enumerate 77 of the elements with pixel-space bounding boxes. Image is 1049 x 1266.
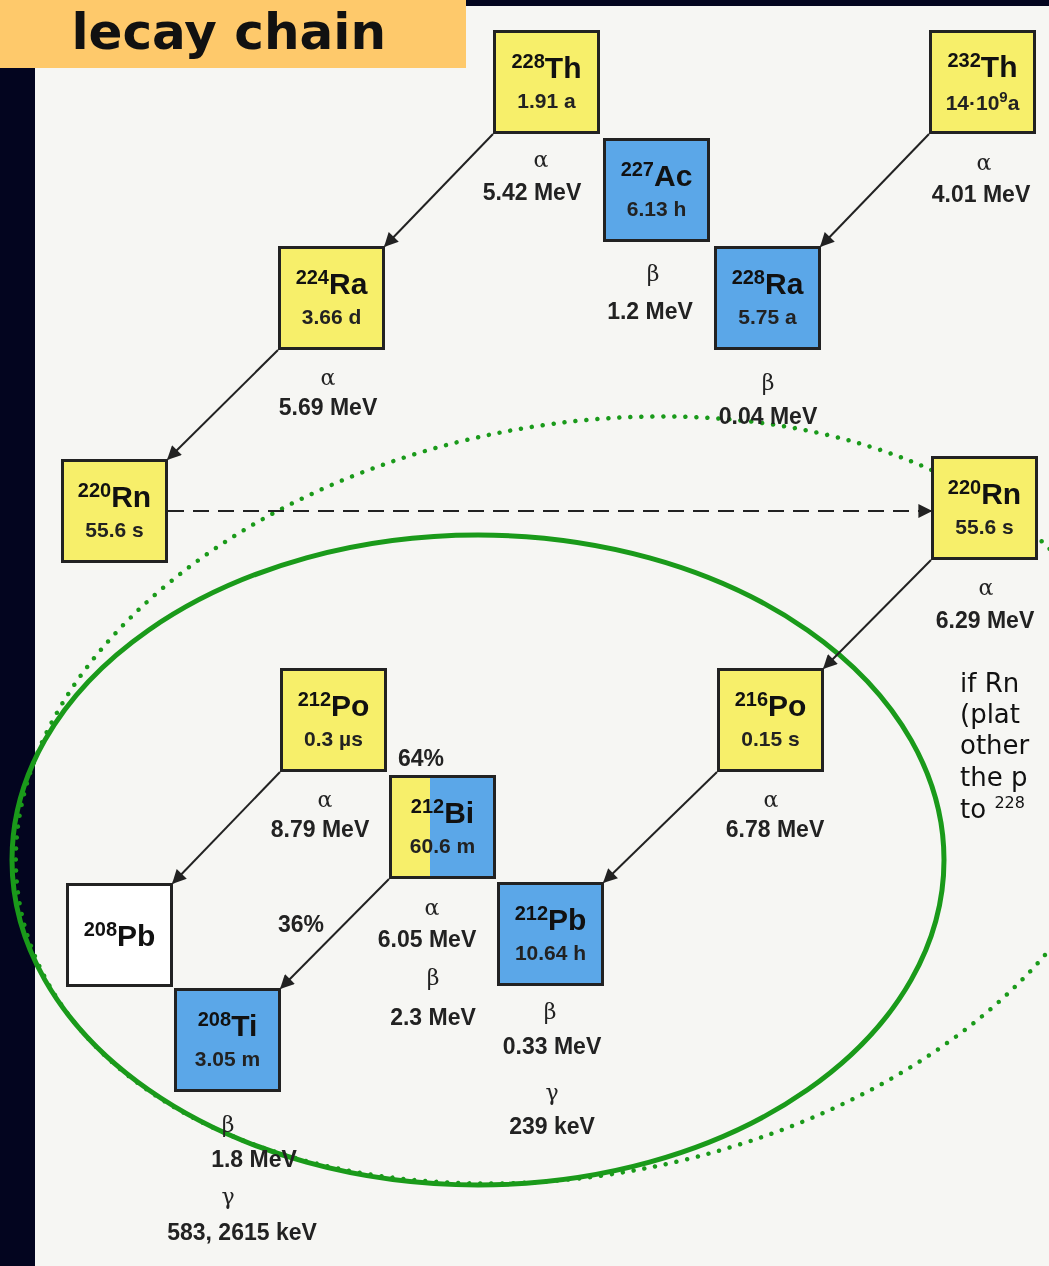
decay-value: 36% — [278, 912, 324, 938]
isotope-symbol: $^{228}$Ra — [731, 267, 804, 299]
half-life: 1.91 a — [517, 89, 576, 113]
isotope-box — [929, 30, 1036, 134]
isotope-symbol: $^{212}$Pb — [514, 903, 587, 935]
decay-mode: β — [543, 999, 557, 1025]
title: lecay chain — [71, 2, 386, 62]
decay-value: 4.01 MeV — [931, 182, 1031, 208]
isotope-symbol: $^{224}$Ra — [295, 267, 368, 299]
decay-value: 0.33 MeV — [502, 1034, 602, 1060]
half-life: 5.75 a — [738, 305, 797, 329]
isotope-symbol: $^{208}$Pb — [83, 919, 156, 951]
isotope-box — [931, 456, 1038, 560]
decay-mode: α — [424, 895, 440, 921]
decay-value: 2.3 MeV — [390, 1005, 476, 1031]
decay-mode: β — [221, 1112, 235, 1138]
isotope-box — [61, 459, 168, 563]
decay-mode: α — [320, 365, 336, 391]
half-life: 10.64 h — [514, 941, 587, 965]
decay-mode: β — [761, 370, 775, 396]
decay-value: 64% — [398, 746, 444, 772]
decay-mode: γ — [221, 1184, 235, 1210]
half-life: 6.13 h — [626, 197, 687, 221]
half-life: 3.05 m — [194, 1047, 261, 1071]
isotope-box — [174, 988, 281, 1092]
half-life: 60.6 m — [409, 834, 476, 858]
isotope-box — [603, 138, 710, 242]
decay-arrow — [172, 771, 281, 884]
decay-arrow — [820, 133, 930, 247]
half-life: 3.66 d — [301, 305, 362, 329]
isotope-symbol: $^{212}$Po — [297, 689, 370, 721]
isotope-box — [497, 882, 604, 986]
decay-value: 1.2 MeV — [607, 299, 693, 325]
note-text: if Rn (plat other the p to $^{228}$ — [960, 668, 1031, 825]
isotope-symbol: $^{228}$Th — [511, 51, 582, 83]
decay-value: 5.69 MeV — [278, 395, 378, 421]
decay-value: 239 keV — [509, 1114, 595, 1140]
decay-value: 8.79 MeV — [270, 817, 370, 843]
decay-mode: α — [976, 150, 992, 176]
decay-arrow — [167, 349, 279, 460]
decay-arrow — [823, 559, 932, 669]
half-life: 55.6 s — [955, 515, 1014, 539]
decay-value: 6.29 MeV — [935, 608, 1035, 634]
decay-mode: α — [317, 787, 333, 813]
decay-value: 1.8 MeV — [211, 1147, 297, 1173]
isotope-box — [66, 883, 173, 987]
isotope-box — [389, 775, 496, 879]
decay-mode: β — [426, 965, 440, 991]
isotope-box — [280, 668, 387, 772]
half-life: 14·10$^{9}$a — [945, 87, 1020, 115]
half-life: 0.3 µs — [304, 727, 363, 751]
decay-arrow — [384, 133, 494, 247]
isotope-box — [278, 246, 385, 350]
isotope-symbol: $^{227}$Ac — [620, 159, 693, 191]
half-life: 0.15 s — [741, 727, 800, 751]
decay-value: 6.78 MeV — [725, 817, 825, 843]
isotope-box — [714, 246, 821, 350]
decay-arrow — [603, 771, 718, 883]
decay-arrow — [280, 878, 390, 989]
decay-mode: α — [533, 147, 549, 173]
isotope-symbol: $^{216}$Po — [734, 689, 807, 721]
decay-mode: α — [763, 787, 779, 813]
isotope-symbol: $^{220}$Rn — [947, 477, 1022, 509]
isotope-symbol: $^{232}$Th — [947, 49, 1018, 82]
isotope-box — [493, 30, 600, 134]
decay-value: 6.05 MeV — [377, 927, 477, 953]
decay-value: 583, 2615 keV — [167, 1220, 317, 1246]
decay-mode: γ — [545, 1080, 559, 1106]
decay-mode: β — [646, 261, 660, 287]
isotope-symbol: $^{220}$Rn — [77, 480, 152, 512]
half-life: 55.6 s — [85, 518, 144, 542]
decay-value: 5.42 MeV — [482, 180, 582, 206]
isotope-box — [717, 668, 824, 772]
decay-value: 0.04 MeV — [718, 404, 818, 430]
decay-mode: α — [978, 575, 994, 601]
decay-arrow — [167, 504, 933, 518]
isotope-symbol: $^{208}$Ti — [197, 1009, 258, 1041]
